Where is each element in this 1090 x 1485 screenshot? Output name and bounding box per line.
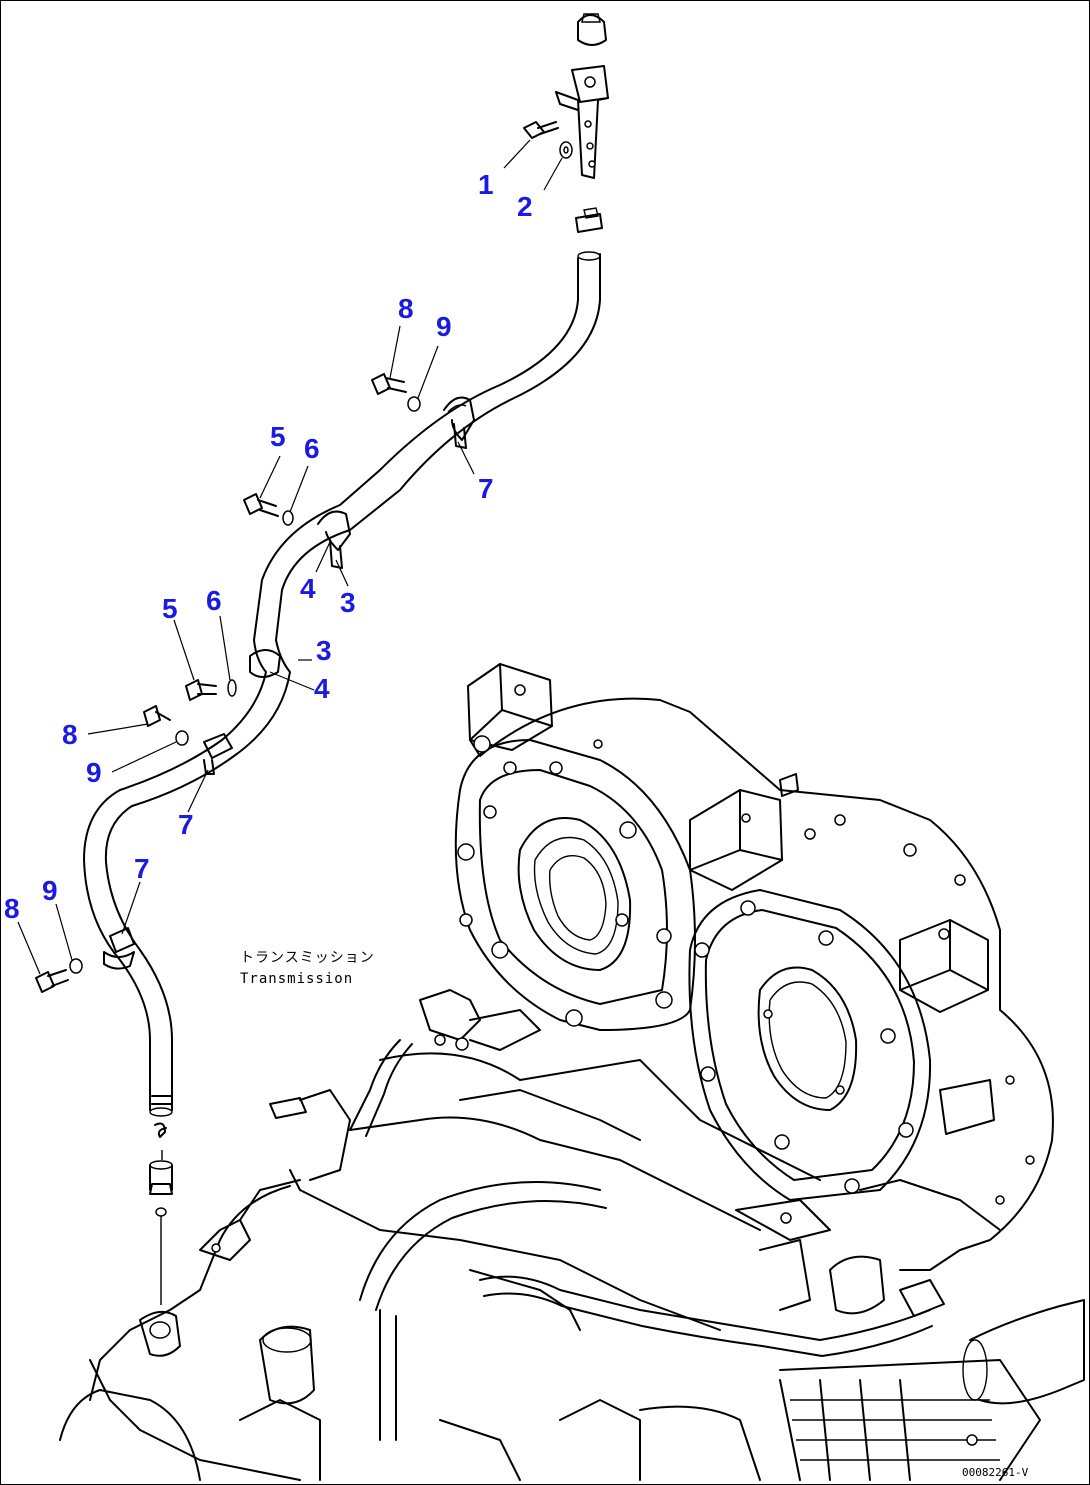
callout-1: 1 [478, 169, 494, 200]
component-annotation: トランスミッション Transmission [240, 950, 375, 987]
washer-9-upper [407, 396, 421, 412]
bolt-5-upper [243, 493, 279, 517]
mounting-bracket [555, 65, 609, 179]
hose-fitting-top [575, 207, 603, 233]
callout-9: 9 [42, 875, 58, 906]
callout-7: 7 [478, 473, 494, 504]
callout-8: 8 [62, 719, 78, 750]
callout-2: 2 [517, 191, 533, 222]
callout-labels: 1 2 8 9 7 5 6 4 3 5 6 3 4 8 9 7 7 9 8 [4, 169, 533, 924]
transmission-housing [59, 663, 1085, 1481]
breather-cap [577, 13, 607, 46]
bolt-1 [523, 121, 559, 139]
bolt-8-upper [371, 373, 407, 395]
callout-3: 3 [316, 635, 332, 666]
callout-5: 5 [270, 421, 286, 452]
callout-7: 7 [134, 853, 150, 884]
bolt-5-lower [185, 679, 217, 701]
callout-8: 8 [398, 293, 414, 324]
clamp-bottom [103, 927, 135, 970]
hose-clamp-ring [249, 649, 281, 678]
clamp-mid [317, 510, 351, 569]
washer-9-lower [69, 958, 83, 974]
bolt-8-mid [143, 705, 171, 727]
leader-lines [17, 139, 563, 975]
callout-7: 7 [178, 809, 194, 840]
washer-2 [559, 141, 573, 159]
callout-8: 8 [4, 893, 20, 924]
bolt-8-lower [35, 969, 69, 993]
component-label-en: Transmission [240, 971, 353, 987]
callout-6: 6 [206, 585, 222, 616]
drawing-id: 00082261-V [962, 1466, 1029, 1479]
component-label-jp: トランスミッション [240, 950, 375, 966]
breather-hose [83, 251, 601, 1117]
callout-9: 9 [436, 311, 452, 342]
callout-4: 4 [314, 673, 330, 704]
break-symbol [149, 1095, 173, 1305]
callout-5: 5 [162, 593, 178, 624]
washer-6-upper [282, 510, 294, 526]
callout-3: 3 [340, 587, 356, 618]
callout-6: 6 [304, 433, 320, 464]
washer-9-mid [175, 730, 189, 746]
clamp-lower [203, 733, 233, 775]
callout-9: 9 [86, 757, 102, 788]
washer-6-lower [227, 679, 237, 697]
callout-4: 4 [300, 573, 316, 604]
